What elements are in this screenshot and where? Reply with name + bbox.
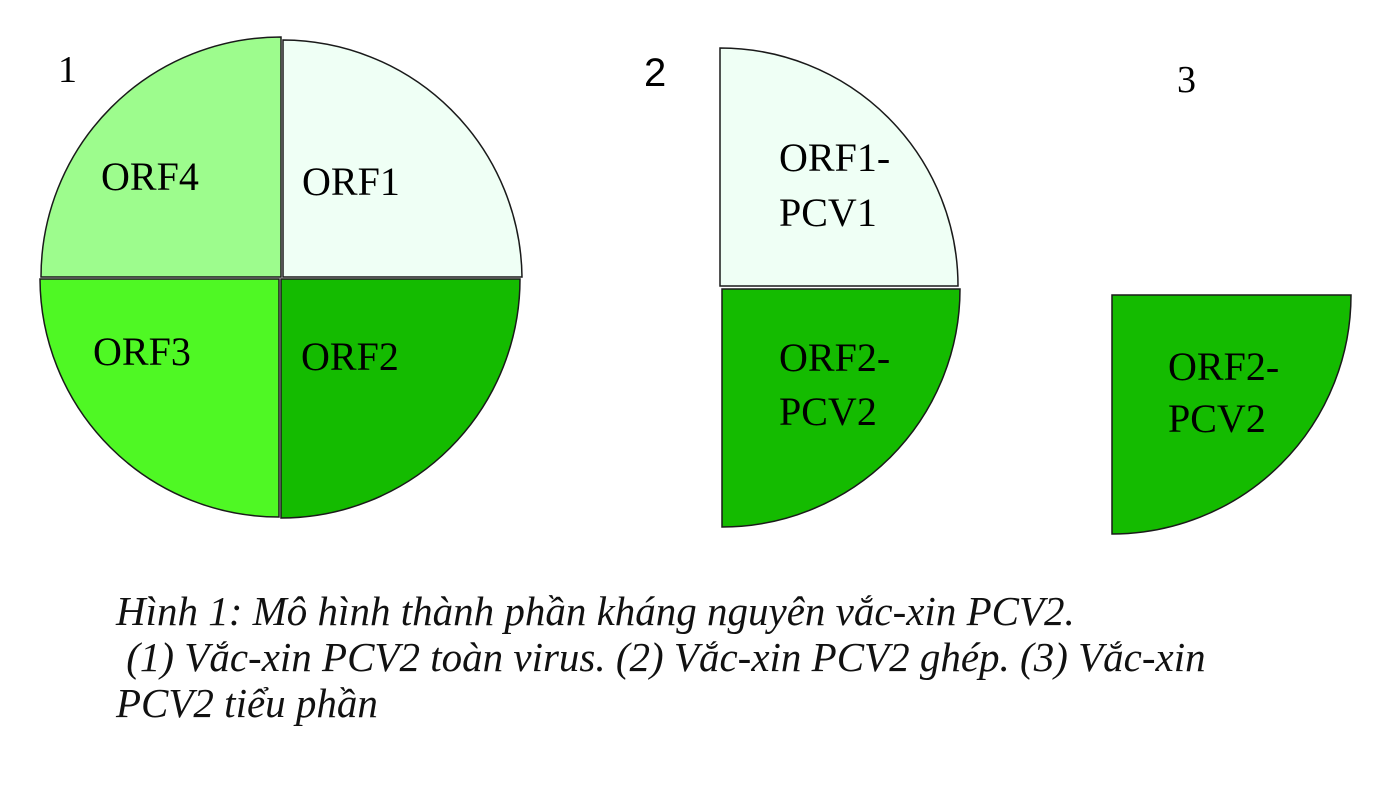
antigen-model-diagram: 1 ORF4 ORF1 ORF3 ORF2 2 ORF1- PCV1 ORF2-… — [39, 36, 1352, 535]
label-subunit-line2: PCV2 — [1168, 396, 1266, 441]
segment-orf4 — [40, 36, 282, 278]
label-orf1: ORF1 — [302, 159, 400, 204]
figure-caption: Hình 1: Mô hình thành phần kháng nguyên … — [116, 588, 1366, 726]
panel-3-subunit: 3 ORF2- PCV2 — [1111, 59, 1352, 535]
label-orf2-pcv2: ORF2- PCV2 — [779, 335, 900, 434]
segment-orf2-pcv2 — [721, 288, 961, 528]
label-orf2: ORF2 — [301, 334, 399, 379]
segment-orf1 — [282, 39, 523, 278]
panel-1-number: 1 — [58, 49, 77, 91]
label-subunit-orf2-pcv2: ORF2- PCV2 — [1168, 344, 1289, 441]
segment-orf2 — [280, 278, 521, 519]
label-orf3: ORF3 — [93, 329, 191, 374]
label-orf1-pcv1-line2: PCV1 — [779, 190, 877, 235]
label-subunit-line1: ORF2- — [1168, 344, 1279, 389]
panel-2-number: 2 — [644, 51, 666, 95]
caption-line-2: (1) Vắc-xin PCV2 toàn virus. (2) Vắc-xin… — [116, 634, 1206, 680]
panel-3-number: 3 — [1177, 59, 1196, 101]
panel-1-whole-virus: 1 ORF4 ORF1 ORF3 ORF2 — [39, 36, 523, 519]
label-orf2-pcv2-line2: PCV2 — [779, 389, 877, 434]
segment-orf3 — [39, 278, 280, 518]
caption-line-3: PCV2 tiểu phần — [116, 680, 378, 726]
label-orf4: ORF4 — [101, 154, 199, 199]
label-orf2-pcv2-line1: ORF2- — [779, 335, 890, 380]
caption-line-1: Hình 1: Mô hình thành phần kháng nguyên … — [116, 588, 1075, 634]
label-orf1-pcv1: ORF1- PCV1 — [779, 135, 900, 235]
segment-subunit-orf2-pcv2 — [1111, 294, 1352, 535]
segment-orf1-pcv1 — [719, 47, 959, 287]
label-orf1-pcv1-line1: ORF1- — [779, 135, 890, 180]
panel-2-chimeric: 2 ORF1- PCV1 ORF2- PCV2 — [644, 47, 961, 528]
